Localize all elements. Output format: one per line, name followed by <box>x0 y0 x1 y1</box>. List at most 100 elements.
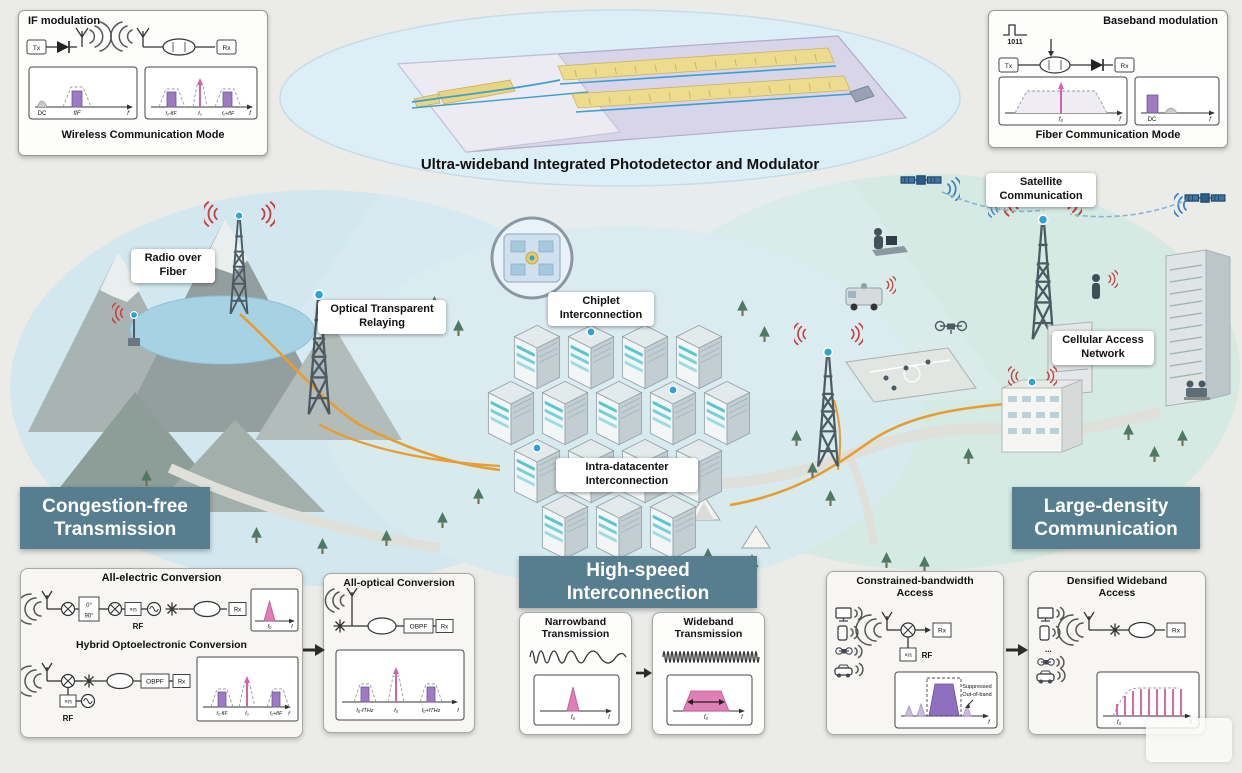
suppressed-note-line2: Out-of-band <box>962 692 991 698</box>
rx-box <box>1166 622 1186 638</box>
drone-icon <box>1037 658 1055 666</box>
rx-label: Rx <box>441 624 448 630</box>
fiber-mode-title: Baseband modulation <box>1103 15 1218 27</box>
f-axis-label: f <box>1209 116 1212 123</box>
densified-title: Densified Wideband Access <box>1066 575 1168 600</box>
people-on-bench <box>1184 380 1210 400</box>
datacenter-racks <box>487 324 751 560</box>
carrier-label: f₀ <box>571 715 576 721</box>
constrained-panel: Constrained-bandwidth Access Rx ×n RF <box>826 571 1004 735</box>
upper-sideband-label: f₀+fIF <box>222 111 235 117</box>
carrier-label: f₀ <box>394 708 399 714</box>
wireless-mode-title: IF modulation <box>28 15 101 27</box>
f-axis-label: f <box>249 110 252 117</box>
xn-label: ×n <box>904 652 912 659</box>
frequency-comb-icon <box>1116 689 1182 716</box>
all-optical-schematic: OBPF Rx f₀-fTHz f₀ f₀+fTHz f <box>324 587 465 721</box>
figure-main-title: Ultra-wideband Integrated Photodetector … <box>420 156 820 173</box>
radio-waves-icon <box>21 665 42 697</box>
modulator-icon <box>367 617 397 635</box>
phone-icon <box>837 625 848 641</box>
dc-label: DC <box>38 111 47 117</box>
tx-antenna-icon <box>75 27 89 47</box>
f-axis-label: f <box>1119 116 1122 123</box>
carrier-label: f₀ <box>704 715 709 721</box>
densified-schematic: ... Rx f₀ f <box>1036 606 1200 729</box>
bandwidth-arrow-icon <box>719 699 725 705</box>
conversion-schematic: 0° 90° ×n RF Rx f₀ f <box>21 588 299 723</box>
digital-pulse-icon <box>1003 24 1027 36</box>
rx-label: Rx <box>1172 628 1181 635</box>
wireless-mode-panel: IF modulation Wireless Communication Mod… <box>18 10 268 156</box>
laser-icon <box>333 619 347 633</box>
narrowband-panel: Narrowband Transmission f₀ f <box>519 612 632 735</box>
banner-congestion-free: Congestion-free Transmission <box>20 487 210 549</box>
rf-label: RF <box>922 651 933 660</box>
photonic-chip <box>396 35 908 153</box>
carrier-label: f₀ <box>245 711 249 717</box>
wireless-mode-caption: Wireless Communication Mode <box>61 129 225 141</box>
antenna-icon <box>41 662 53 681</box>
lower-sideband-label: f₀-fTHz <box>356 708 374 714</box>
banner-large-density: Large-density Communication <box>1012 487 1200 549</box>
rx-box <box>1114 57 1135 73</box>
rf-label: RF <box>133 622 144 631</box>
lower-sideband-label: f₀-fIF <box>217 711 229 717</box>
rx-box <box>216 39 237 55</box>
rx-box <box>435 619 454 633</box>
wideband-graphic: f₀ f <box>662 650 760 726</box>
tx-label: Tx <box>1005 63 1013 70</box>
radio-waves-icon <box>21 593 42 625</box>
obpf-label: OBPF <box>146 679 164 686</box>
antenna-icon <box>41 590 53 609</box>
radio-waves-icon <box>855 614 882 646</box>
narrowband-graphic: f₀ f <box>529 650 627 726</box>
more-devices-label: ... <box>1045 645 1052 654</box>
carrier-label: f₀ <box>1117 720 1122 726</box>
all-electric-title: All-electric Conversion <box>101 572 222 584</box>
radio-waves-icon <box>110 21 133 52</box>
fiber-mode-caption: Fiber Communication Mode <box>1035 129 1181 141</box>
callout-chiplet: Chiplet Interconnection <box>548 292 654 326</box>
constrained-title: Constrained-bandwidth Access <box>856 575 974 600</box>
f-axis-label: f <box>457 708 459 714</box>
courtyard <box>845 347 977 403</box>
tx-label: Tx <box>33 45 41 52</box>
rx-label: Rx <box>1121 63 1130 70</box>
vehicles-and-people <box>845 228 1210 400</box>
antenna-icon <box>1083 611 1095 630</box>
monitor-icon <box>835 607 852 622</box>
modulator-icon <box>1039 56 1071 74</box>
person-standing <box>1092 269 1118 299</box>
laser-icon <box>82 674 96 688</box>
drone-icon <box>835 647 853 655</box>
satellite-waves-icon <box>1174 192 1187 218</box>
rx-label: Rx <box>223 45 232 52</box>
rx-box <box>932 622 952 638</box>
rf-label: RF <box>63 714 74 723</box>
satellite-icon <box>900 175 942 185</box>
satellites <box>900 175 1226 218</box>
upper-sideband-label: f₀+fIF <box>270 711 283 717</box>
conversion-panel: All-electric Conversion Hybrid Optoelect… <box>20 568 303 738</box>
radio-waves-icon <box>324 588 345 613</box>
obpf-label: OBPF <box>410 624 428 631</box>
lake <box>129 295 315 365</box>
densified-panel: Densified Wideband Access ... Rx <box>1028 571 1206 735</box>
flow-arrow-icon <box>303 642 325 663</box>
multiplier-box <box>899 647 917 662</box>
constrained-schematic: Rx ×n RF Suppressed Out-of-band f <box>834 606 998 729</box>
chiplet-inset <box>490 216 574 300</box>
rx-box <box>172 674 191 688</box>
modulator-icon <box>193 600 221 618</box>
person-at-desk <box>872 228 908 256</box>
all-optical-title: All-optical Conversion <box>343 577 455 589</box>
all-optical-panel: All-optical Conversion OBPF Rx f₀-fTHz f… <box>323 573 475 733</box>
modulator-icon <box>162 38 196 56</box>
chirp-wave-icon <box>529 650 627 664</box>
f-axis-label: f <box>127 110 130 117</box>
laser-icon <box>165 602 179 616</box>
radio-waves-icon <box>1057 614 1084 646</box>
deg90-label: 90° <box>84 614 94 620</box>
